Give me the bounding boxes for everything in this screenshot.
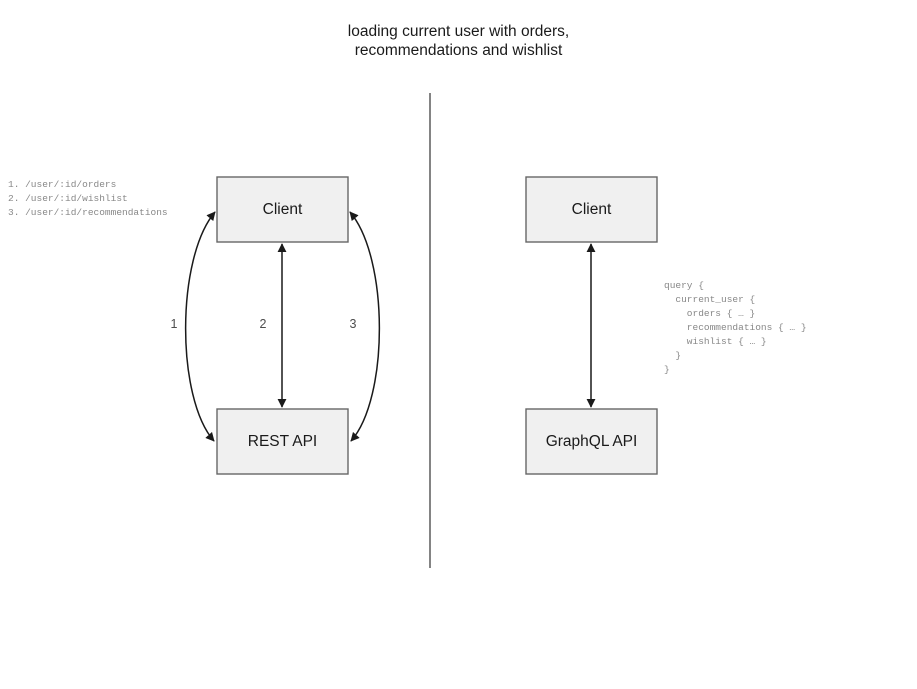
page-title: loading current user with orders, recomm… (347, 23, 570, 59)
rest-api-node[interactable] (216, 408, 349, 475)
graphql-client-node[interactable] (525, 176, 658, 243)
graphql-query-snippet: query { current_user { orders { … } reco… (664, 280, 807, 375)
rest-edge-3 (349, 211, 381, 442)
rest-edge-1 (184, 211, 216, 442)
rest-edge-label-3: 3 (349, 317, 357, 331)
rest-edge-label-2: 2 (259, 317, 267, 331)
rest-client-node[interactable] (216, 176, 349, 243)
rest-endpoints-list: 1. /user/:id/orders 2. /user/:id/wishlis… (8, 179, 168, 218)
graphql-api-node[interactable] (525, 408, 658, 475)
rest-edge-label-1: 1 (170, 317, 178, 331)
